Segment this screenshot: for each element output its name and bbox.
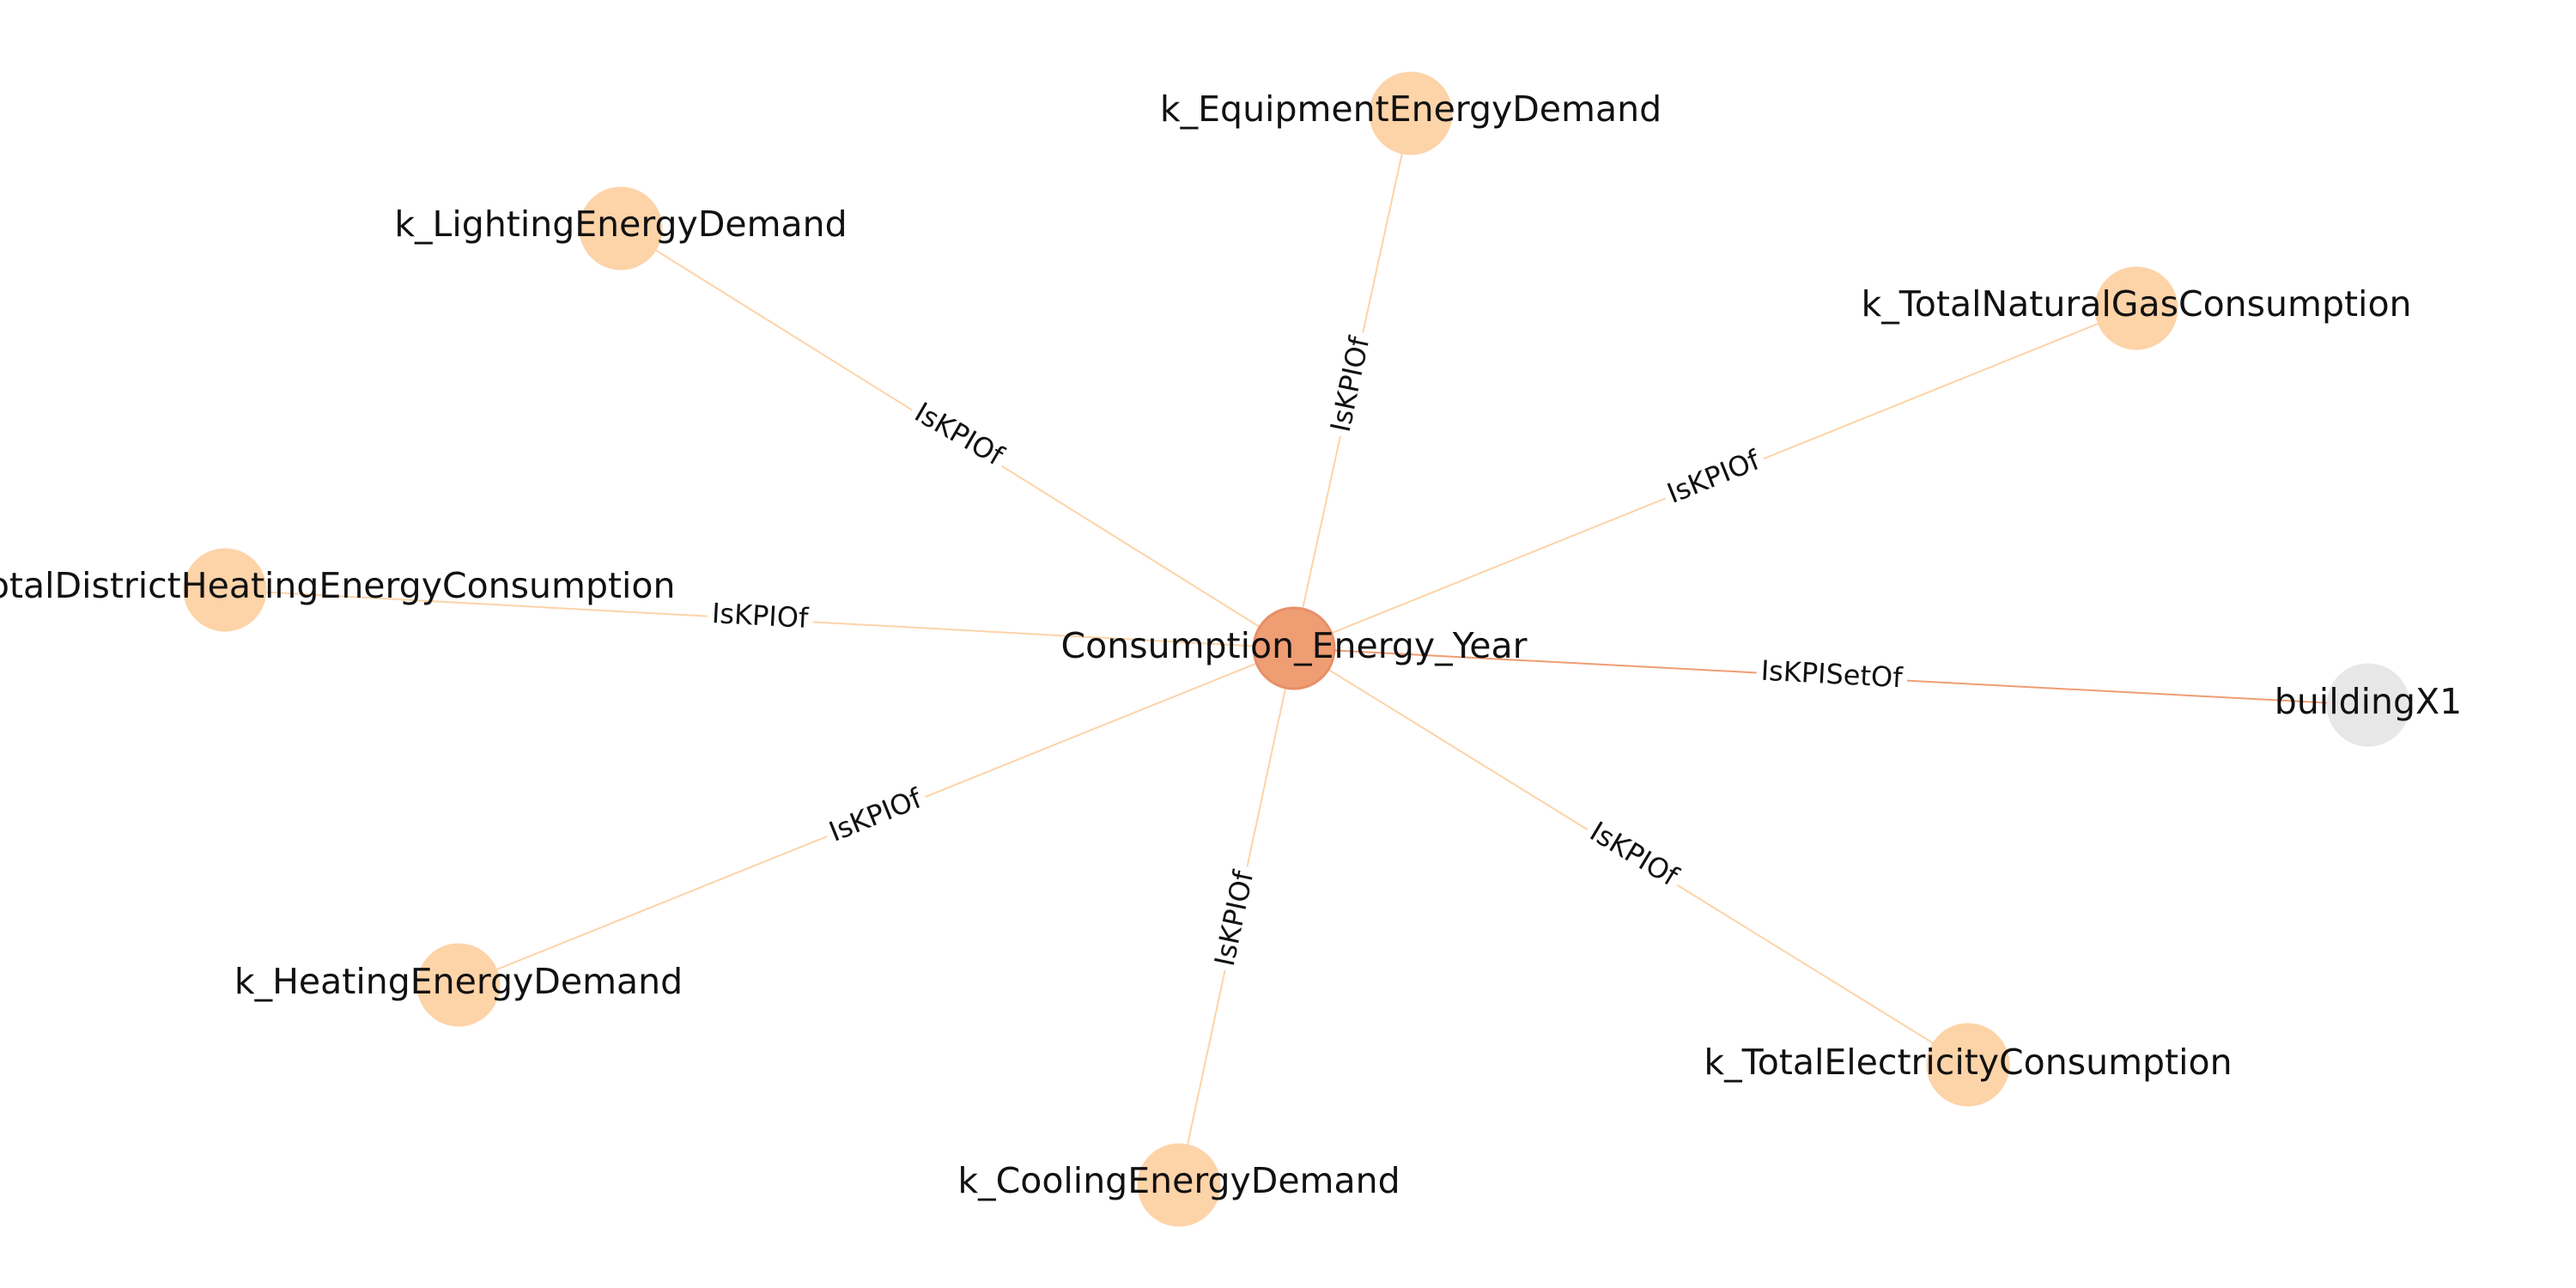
kpi-node-label: k_TotalDistrictHeatingEnergyConsumption xyxy=(0,565,676,606)
edge-label-background xyxy=(1580,811,1689,896)
graph-canvas: IsKPIOfIsKPIOfIsKPIOfIsKPIOfIsKPISetOfIs… xyxy=(0,71,2462,1227)
edge-label-group: IsKPIOf xyxy=(1580,811,1689,896)
kpi-node xyxy=(183,548,267,632)
node-labels-layer: Consumption_Energy_Year k_EquipmentEnergy… xyxy=(0,88,2462,1201)
edge-label-background xyxy=(1321,328,1378,440)
edge-label-background xyxy=(1658,440,1770,513)
kpi-node xyxy=(2094,266,2178,350)
edge-label: IsKPIOf xyxy=(711,597,810,635)
edge-label-group: IsKPIOf xyxy=(905,392,1014,476)
kpi-node-label: k_TotalElectricityConsumption xyxy=(1704,1042,2232,1083)
kpi-node-label: k_EquipmentEnergyDemand xyxy=(1160,88,1662,130)
edge-label: IsKPIOf xyxy=(909,396,1010,472)
building-node xyxy=(2326,663,2410,747)
edge-label: IsKPIOf xyxy=(1208,867,1261,969)
edge-label: IsKPIOf xyxy=(1324,333,1376,434)
kpi-node xyxy=(579,186,663,270)
kpi-node xyxy=(416,943,501,1027)
edge-label-background xyxy=(820,779,932,851)
kpi-node-label: k_HeatingEnergyDemand xyxy=(234,961,683,1002)
building-node-label: buildingX1 xyxy=(2275,681,2462,722)
kpi-node-label: k_CoolingEnergyDemand xyxy=(957,1160,1400,1201)
edge-label-background xyxy=(905,392,1014,476)
kpi-node xyxy=(1369,71,1453,155)
edge-label-group: IsKPIOf xyxy=(820,779,932,851)
kpi-node-label: k_TotalNaturalGasConsumption xyxy=(1861,283,2411,325)
center-node xyxy=(1252,606,1336,690)
edge-label-group: IsKPIOf xyxy=(1321,328,1378,440)
edge-label: IsKPIOf xyxy=(824,781,927,848)
edge-label-background xyxy=(1206,862,1262,974)
edge-label-group: IsKPISetOf xyxy=(1755,653,1909,696)
nodes-layer xyxy=(183,71,2410,1227)
kpi-node xyxy=(1137,1143,1221,1227)
edge-label-background xyxy=(707,595,814,636)
edge-label-group: IsKPIOf xyxy=(1658,440,1770,513)
edge-label-group: IsKPIOf xyxy=(1206,862,1262,974)
edge-label: IsKPIOf xyxy=(1662,443,1765,510)
edge-label: IsKPIOf xyxy=(1584,815,1684,893)
edge-label: IsKPISetOf xyxy=(1760,654,1904,695)
edge-label-background xyxy=(1755,653,1909,696)
center-node-label: Consumption_Energy_Year xyxy=(1061,625,1528,666)
edge-label-group: IsKPIOf xyxy=(707,595,814,636)
kpi-node-label: k_LightingEnergyDemand xyxy=(394,204,847,245)
kpi-node xyxy=(1926,1023,2010,1107)
